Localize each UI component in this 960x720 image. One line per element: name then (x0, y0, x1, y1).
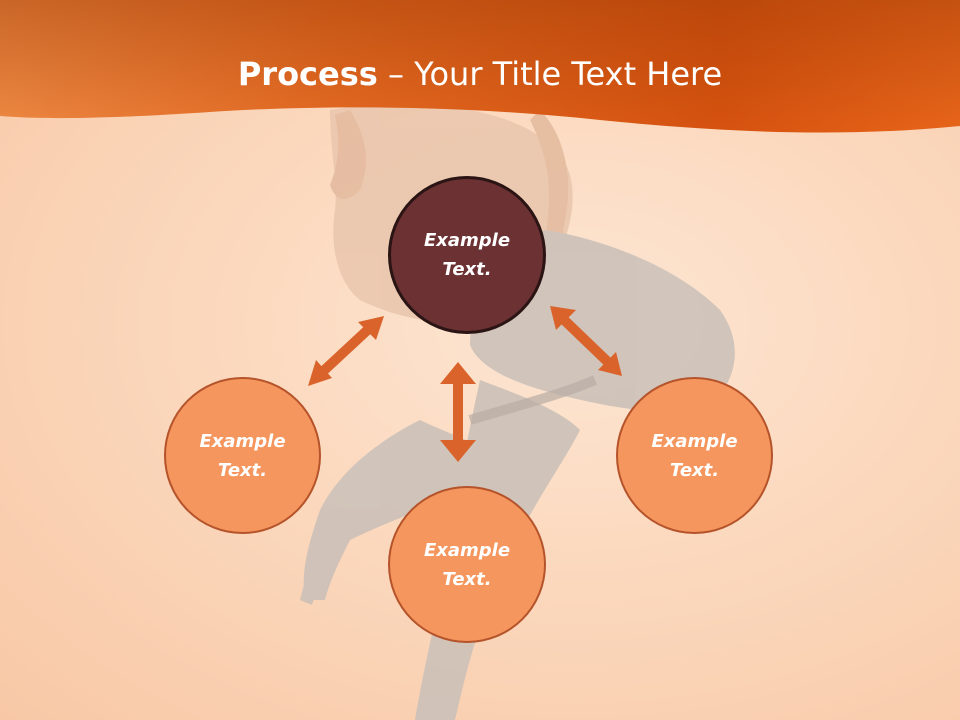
title-rest: – Your Title Text Here (377, 55, 723, 93)
process-node-bottom: Example Text. (388, 486, 546, 643)
arrow-center-right (550, 306, 622, 376)
node-left-label: Example Text. (199, 430, 286, 481)
header-band (0, 0, 960, 133)
page-title: Process – Your Title Text Here (0, 54, 960, 94)
node-right-label: Example Text. (651, 430, 738, 481)
process-node-center: Example Text. (388, 176, 546, 334)
arrow-center-bottom (440, 362, 476, 462)
process-node-left: Example Text. (164, 377, 321, 534)
arrow-center-left (308, 316, 384, 386)
title-bold: Process (237, 55, 378, 93)
process-node-right: Example Text. (616, 377, 773, 534)
node-bottom-label: Example Text. (423, 539, 511, 590)
node-center-label: Example Text. (423, 230, 511, 280)
